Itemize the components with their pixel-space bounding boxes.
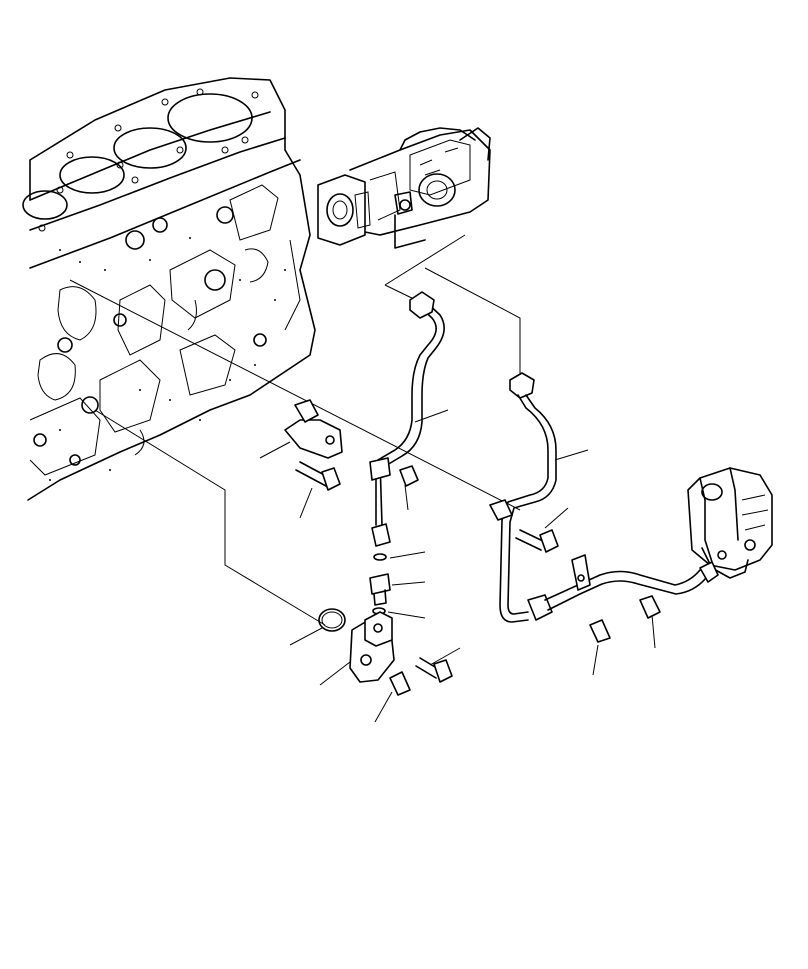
bleed-screw [389, 465, 661, 696]
block-speckle-texture [49, 237, 286, 481]
tube-clamp-lower [489, 499, 513, 521]
tube-nut-upper [409, 291, 435, 319]
tube-clamp-bracket [284, 399, 513, 521]
pump-flange [317, 174, 366, 246]
tube-nut-lower-top [509, 372, 535, 399]
block-side-detail [29, 184, 301, 476]
hydraulic-pump [687, 467, 773, 579]
pump-outlet-port [394, 214, 426, 249]
head-bolt-holes [38, 88, 259, 232]
tube-nut-lower [371, 523, 391, 547]
cylinder-bore-1 [167, 93, 253, 143]
fuel-tube-upper [369, 291, 445, 547]
mounting-bolt [295, 461, 559, 683]
mounting-flange [349, 611, 395, 683]
fuel-tube-lower [499, 372, 719, 623]
tube-fitting-elbow [527, 594, 553, 621]
cylinder-bore-4 [22, 190, 68, 220]
fuel-injection-pump [317, 127, 491, 249]
tube-clamp-upper [369, 457, 391, 481]
cylinder-bore-3 [59, 156, 125, 194]
engine-block [22, 77, 316, 501]
tube-nut-hydraulic [699, 561, 719, 583]
connector-adapter [369, 573, 391, 606]
hydraulic-pump-port [701, 547, 749, 579]
callout-leaders [259, 409, 656, 723]
tube-bracket-plate [571, 554, 591, 591]
cylinder-bore-2 [113, 127, 187, 169]
